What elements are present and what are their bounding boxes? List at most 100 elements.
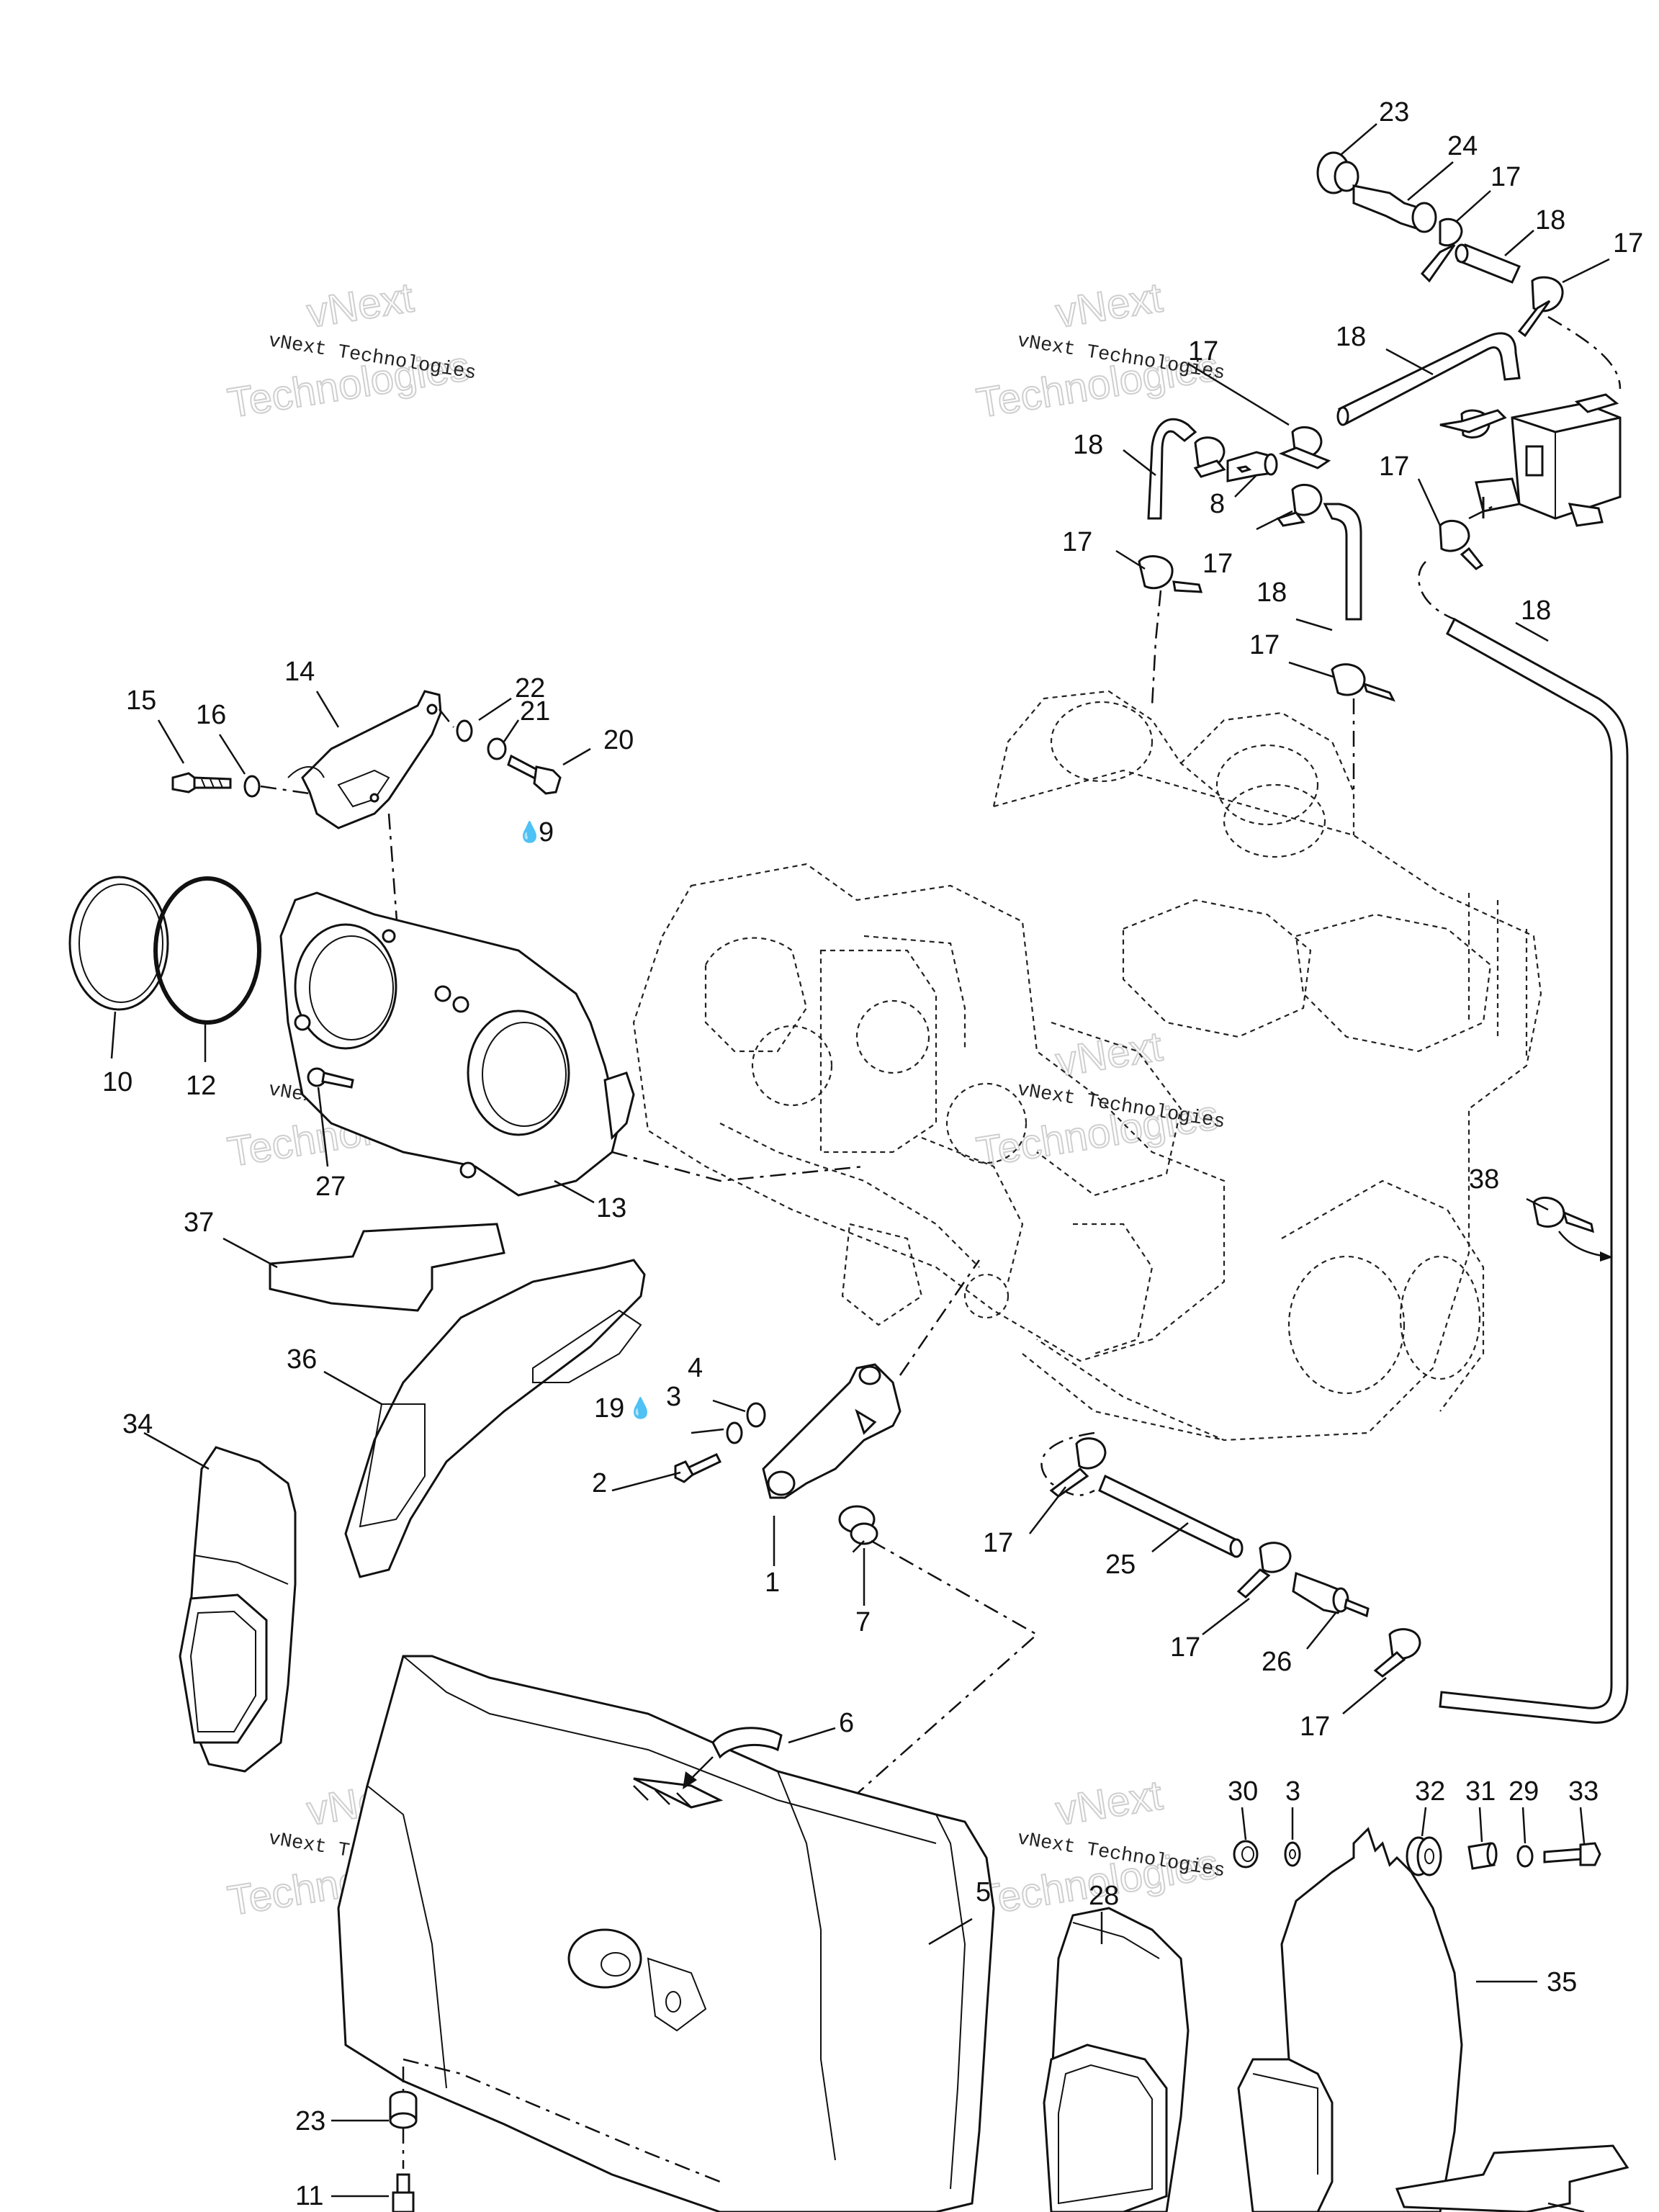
callout-36: 36 xyxy=(287,1344,317,1375)
clamp-17c xyxy=(1439,409,1507,439)
duct-34 xyxy=(179,1446,297,1773)
clamp-17g xyxy=(1276,483,1323,527)
drop-icon-19: 💧 xyxy=(628,1396,653,1420)
callout-35: 35 xyxy=(1547,1967,1577,1997)
screw-27 xyxy=(307,1067,354,1089)
lower-hose-assembly xyxy=(1040,1431,1421,1678)
callout-29: 29 xyxy=(1509,1776,1539,1807)
callout-3-a: 3 xyxy=(666,1382,681,1412)
callout-14: 14 xyxy=(284,657,315,687)
screw-20 xyxy=(507,754,562,795)
callout-19: 19 xyxy=(594,1393,624,1424)
callout-34: 34 xyxy=(122,1409,153,1439)
callout-38: 38 xyxy=(1469,1164,1499,1195)
bracket-1 xyxy=(762,1363,902,1499)
callout-23-bottom: 23 xyxy=(295,2106,325,2136)
callout-1: 1 xyxy=(765,1568,780,1598)
hose-18d xyxy=(1323,503,1362,621)
callout-13: 13 xyxy=(596,1193,626,1223)
callout-33: 33 xyxy=(1568,1776,1599,1807)
heat-shield-35 xyxy=(1237,1827,1463,2212)
spacer-31 xyxy=(1467,1842,1498,1870)
clamp-17i xyxy=(1236,1542,1292,1599)
check-valve-8 xyxy=(1226,451,1278,482)
callout-17-b: 17 xyxy=(1613,228,1643,258)
throttle-body-13 xyxy=(279,891,635,1197)
callout-17-h: 17 xyxy=(983,1528,1013,1558)
drop-icon-9: 💧 xyxy=(517,820,542,844)
filter-37-bottom xyxy=(1395,2144,1629,2212)
clamp-17e xyxy=(1193,436,1226,478)
callout-18-c: 18 xyxy=(1073,430,1103,460)
callout-6: 6 xyxy=(839,1708,854,1738)
clamp-17d xyxy=(1439,519,1484,570)
grommet-7 xyxy=(838,1505,878,1545)
callout-24: 24 xyxy=(1447,131,1478,161)
callout-5: 5 xyxy=(976,1877,991,1907)
callout-32: 32 xyxy=(1415,1776,1445,1807)
callout-17-g: 17 xyxy=(1249,630,1280,660)
hose-18b xyxy=(1337,332,1521,426)
nut-30 xyxy=(1233,1840,1259,1869)
callout-17-i: 17 xyxy=(1170,1632,1200,1663)
callout-11: 11 xyxy=(295,2181,323,2211)
callout-9: 9 xyxy=(539,817,554,848)
washer-16 xyxy=(243,775,261,798)
clamp-17-mid xyxy=(1331,663,1395,702)
clamp-17j xyxy=(1373,1628,1421,1678)
washer-22 xyxy=(456,719,473,742)
callout-2: 2 xyxy=(592,1468,607,1498)
solenoid-valve xyxy=(1475,393,1622,527)
bracket-14 xyxy=(287,690,442,830)
callout-17-a: 17 xyxy=(1491,162,1521,192)
callout-25: 25 xyxy=(1105,1550,1136,1580)
callout-31: 31 xyxy=(1465,1776,1496,1807)
duct-28 xyxy=(1043,1907,1190,2212)
svg-text:vNext: vNext xyxy=(304,274,417,336)
filter-26 xyxy=(1292,1571,1370,1618)
callout-23-top: 23 xyxy=(1379,97,1409,127)
callout-17-d: 17 xyxy=(1379,451,1409,482)
clamp-38 xyxy=(1532,1196,1613,1262)
callout-12: 12 xyxy=(186,1071,216,1101)
callout-22: 22 xyxy=(515,673,545,703)
clamp-17-lower xyxy=(1138,555,1203,593)
seal-10 xyxy=(68,876,169,1011)
callout-17-f: 17 xyxy=(1202,549,1233,579)
clamp-17h xyxy=(1049,1437,1107,1498)
callout-37: 37 xyxy=(184,1208,214,1238)
callout-15: 15 xyxy=(126,685,156,716)
callout-27: 27 xyxy=(315,1172,346,1202)
watermark-top-left: vNext Technologies vNext Technologies xyxy=(224,273,477,427)
screw-15 xyxy=(171,772,232,793)
hose-18e xyxy=(1439,617,1629,1724)
engine-block xyxy=(632,690,1542,1442)
airbox-5 xyxy=(337,1655,995,2212)
callout-20: 20 xyxy=(603,725,634,755)
clip-6 xyxy=(683,1727,783,1789)
leader-lines xyxy=(110,123,1610,2198)
fitting-23-bottom xyxy=(389,2090,418,2129)
vent-hose-system xyxy=(1138,151,1629,1724)
hose-18c xyxy=(1147,418,1197,520)
callout-18-e: 18 xyxy=(1521,595,1551,626)
washer-3b xyxy=(1284,1841,1301,1867)
callout-16: 16 xyxy=(196,700,226,730)
callout-18-d: 18 xyxy=(1256,577,1287,608)
washer-3a xyxy=(726,1421,743,1444)
fitting-11 xyxy=(392,2173,415,2212)
hose-25 xyxy=(1098,1474,1240,1557)
callout-26: 26 xyxy=(1262,1647,1292,1677)
callout-3-b: 3 xyxy=(1285,1776,1300,1807)
callout-7: 7 xyxy=(855,1607,871,1637)
o-ring-12 xyxy=(153,876,261,1025)
callouts: 23 24 17 18 17 18 17 18 8 17 17 17 18 18… xyxy=(102,97,1643,2211)
bolt-33 xyxy=(1543,1842,1601,1866)
clamp-17f xyxy=(1278,426,1331,469)
callout-8: 8 xyxy=(1210,489,1225,519)
callout-17-e: 17 xyxy=(1062,527,1092,557)
callout-21: 21 xyxy=(520,696,550,727)
callout-28: 28 xyxy=(1089,1881,1119,1911)
callout-17-j: 17 xyxy=(1300,1712,1330,1742)
washer-21 xyxy=(487,737,507,760)
